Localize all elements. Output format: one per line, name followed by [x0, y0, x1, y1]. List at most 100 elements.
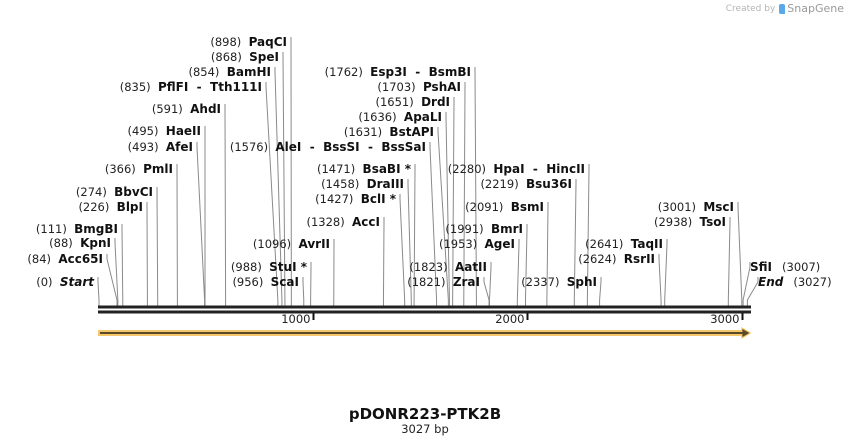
site-label-pflfi[interactable]: (835) PflFI - Tth111I [120, 80, 262, 94]
svg-text:(1991) BmrI[interactable]: (1991) BmrI [445, 222, 523, 236]
site-label-alei[interactable]: (1576) AleI - BssSI - BssSaI [230, 140, 426, 154]
site-label-bcli[interactable]: (1427) BclI * [315, 192, 397, 206]
site-label-bmri[interactable]: (1991) BmrI [445, 222, 523, 236]
svg-text:(2641) TaqII[interactable]: (2641) TaqII [585, 237, 663, 251]
svg-text:(2280) HpaI - HincII[interactable]: (2280) HpaI - HincII [448, 162, 585, 176]
svg-text:(1576) AleI - BssSI - Bss[interactable]: (1576) AleI - BssSI - BssSaI [230, 140, 426, 154]
svg-text:(1458) DraIII[interactable]: (1458) DraIII [321, 177, 404, 191]
svg-text:(274) BbvCI[interactable]: (274) BbvCI [76, 185, 153, 199]
svg-text:(88) KpnI[interactable]: (88) KpnI [49, 236, 111, 250]
leader-line [382, 217, 385, 306]
site-label-stui[interactable]: (988) StuI * [231, 260, 308, 274]
site-label-avrii[interactable]: (1096) AvrII [253, 237, 330, 251]
feature-arrow[interactable] [98, 327, 752, 339]
site-label-paqci[interactable]: (898) PaqCI [210, 35, 287, 49]
backbone[interactable] [98, 305, 751, 314]
svg-text:(1823) AatII[interactable]: (1823) AatII [409, 260, 487, 274]
enzyme-name: HaeII [166, 124, 201, 138]
svg-text:(1096) AvrII[interactable]: (1096) AvrII [253, 237, 330, 251]
site-label-bamhi[interactable]: (854) BamHI [189, 65, 272, 79]
svg-text:(591) AhdI[interactable]: (591) AhdI [152, 102, 221, 116]
svg-text:(2091) BsmI[interactable]: (2091) BsmI [465, 200, 544, 214]
svg-text:(1762) Esp3I - BsmBI[interactable]: (1762) Esp3I - BsmBI [325, 65, 471, 79]
svg-text:(1328) AccI[interactable]: (1328) AccI [306, 215, 380, 229]
svg-text:(1636) ApaLI[interactable]: (1636) ApaLI [358, 110, 442, 124]
svg-text:(495) HaeII[interactable]: (495) HaeII [128, 124, 201, 138]
site-position: (988) [231, 260, 269, 274]
svg-text:(2624) RsrII[interactable]: (2624) RsrII [578, 252, 655, 266]
site-label-blpi[interactable]: (226) BlpI [78, 200, 143, 214]
enzyme-name: BssSaI [381, 140, 426, 154]
svg-text:(2337) SphI[interactable]: (2337) SphI [521, 275, 597, 289]
svg-text:(3001) MscI[interactable]: (3001) MscI [658, 200, 734, 214]
svg-text:(111) BmgBI[interactable]: (111) BmgBI [36, 222, 118, 236]
site-label-apali[interactable]: (1636) ApaLI [358, 110, 442, 124]
site-label-tsoi[interactable]: (2938) TsoI [654, 215, 726, 229]
site-label-end[interactable]: End(3027) [758, 275, 832, 289]
site-label-bstapi[interactable]: (1631) BstAPI [344, 125, 434, 139]
svg-text:(898) PaqCI[interactable]: (898) PaqCI [210, 35, 287, 49]
svg-text:(835) PflFI - Tth111I[interactable]: (835) PflFI - Tth111I [120, 80, 262, 94]
site-label-haeii[interactable]: (495) HaeII [128, 124, 201, 138]
site-label-esp3i[interactable]: (1762) Esp3I - BsmBI [325, 65, 471, 79]
site-label-start[interactable]: (0) Start [36, 275, 95, 289]
site-label-bbvci[interactable]: (274) BbvCI [76, 185, 153, 199]
svg-text:(0) Start[interactable]: (0) Start [36, 275, 95, 289]
site-label-draiii[interactable]: (1458) DraIII [321, 177, 404, 191]
svg-text:(1953) AgeI[interactable]: (1953) AgeI [439, 237, 515, 251]
site-label-rsrii[interactable]: (2624) RsrII [578, 252, 655, 266]
svg-text:(2219) Bsu36I[interactable]: (2219) Bsu36I [480, 177, 572, 191]
leader-line [586, 164, 590, 306]
svg-text:(956) ScaI[interactable]: (956) ScaI [232, 275, 299, 289]
svg-text:(988) StuI *[interactable]: (988) StuI * [231, 260, 308, 274]
site-label-spei[interactable]: (868) SpeI [211, 50, 279, 64]
credit-prefix: Created by [725, 3, 776, 14]
site-label-zrai[interactable]: (1821) ZraI [407, 275, 480, 289]
svg-text:(1631) BstAPI[interactable]: (1631) BstAPI [344, 125, 434, 139]
site-label-drdi[interactable]: (1651) DrdI [376, 95, 451, 109]
site-label-taqii[interactable]: (2641) TaqII [585, 237, 663, 251]
site-label-acc65i[interactable]: (84) Acc65I [27, 252, 103, 266]
svg-text:(1471) BsaBI *[interactable]: (1471) BsaBI * [317, 162, 412, 176]
site-label-kpni[interactable]: (88) KpnI [49, 236, 111, 250]
svg-text:(226) BlpI[interactable]: (226) BlpI [78, 200, 143, 214]
site-label-ahdi[interactable]: (591) AhdI [152, 102, 221, 116]
svg-text:(493) AfeI[interactable]: (493) AfeI [128, 140, 193, 154]
enzyme-name: HpaI [493, 162, 524, 176]
svg-text:(868) SpeI[interactable]: (868) SpeI [211, 50, 279, 64]
site-label-bsmi[interactable]: (2091) BsmI [465, 200, 544, 214]
site-label-bsu36i[interactable]: (2219) Bsu36I [480, 177, 572, 191]
site-label-sphi[interactable]: (2337) SphI [521, 275, 597, 289]
enzyme-name: Bsu36I [526, 177, 572, 191]
site-label-sfii[interactable]: SfiI(3007) [750, 260, 820, 274]
svg-text:(1651) DrdI[interactable]: (1651) DrdI [376, 95, 451, 109]
svg-text:End(3027)[interactable]: End(3027) [758, 275, 832, 289]
svg-text:SfiI(3007)[interactable]: SfiI(3007) [750, 260, 820, 274]
site-label-pshai[interactable]: (1703) PshAI [377, 80, 461, 94]
svg-text:(854) BamHI[interactable]: (854) BamHI [189, 65, 272, 79]
svg-text:(2938) TsoI[interactable]: (2938) TsoI [654, 215, 726, 229]
site-label-bmgbi[interactable]: (111) BmgBI [36, 222, 118, 236]
enzyme-name: Start [60, 275, 95, 289]
site-label-aatii[interactable]: (1823) AatII [409, 260, 487, 274]
site-position: (2091) [465, 200, 511, 214]
site-label-afei[interactable]: (493) AfeI [128, 140, 193, 154]
leader-line [114, 238, 119, 306]
leader-line [429, 142, 438, 306]
site-label-scai[interactable]: (956) ScaI [232, 275, 299, 289]
site-label-msci[interactable]: (3001) MscI [658, 200, 734, 214]
svg-text:(1703) PshAI[interactable]: (1703) PshAI [377, 80, 461, 94]
site-label-pmli[interactable]: (366) PmlI [105, 162, 173, 176]
site-label-agei[interactable]: (1953) AgeI [439, 237, 515, 251]
enzyme-name: AvrII [298, 237, 330, 251]
svg-text:(366) PmlI[interactable]: (366) PmlI [105, 162, 173, 176]
leader-lines [97, 37, 759, 306]
enzyme-name: HincII [546, 162, 585, 176]
site-label-bsabi[interactable]: (1471) BsaBI * [317, 162, 412, 176]
svg-text:(1821) ZraI[interactable]: (1821) ZraI [407, 275, 480, 289]
svg-text:(84) Acc65I[interactable]: (84) Acc65I [27, 252, 103, 266]
site-label-hpai[interactable]: (2280) HpaI - HincII [448, 162, 585, 176]
site-label-acci[interactable]: (1328) AccI [306, 215, 380, 229]
leader-line [746, 277, 759, 306]
svg-text:(1427) BclI *[interactable]: (1427) BclI * [315, 192, 397, 206]
